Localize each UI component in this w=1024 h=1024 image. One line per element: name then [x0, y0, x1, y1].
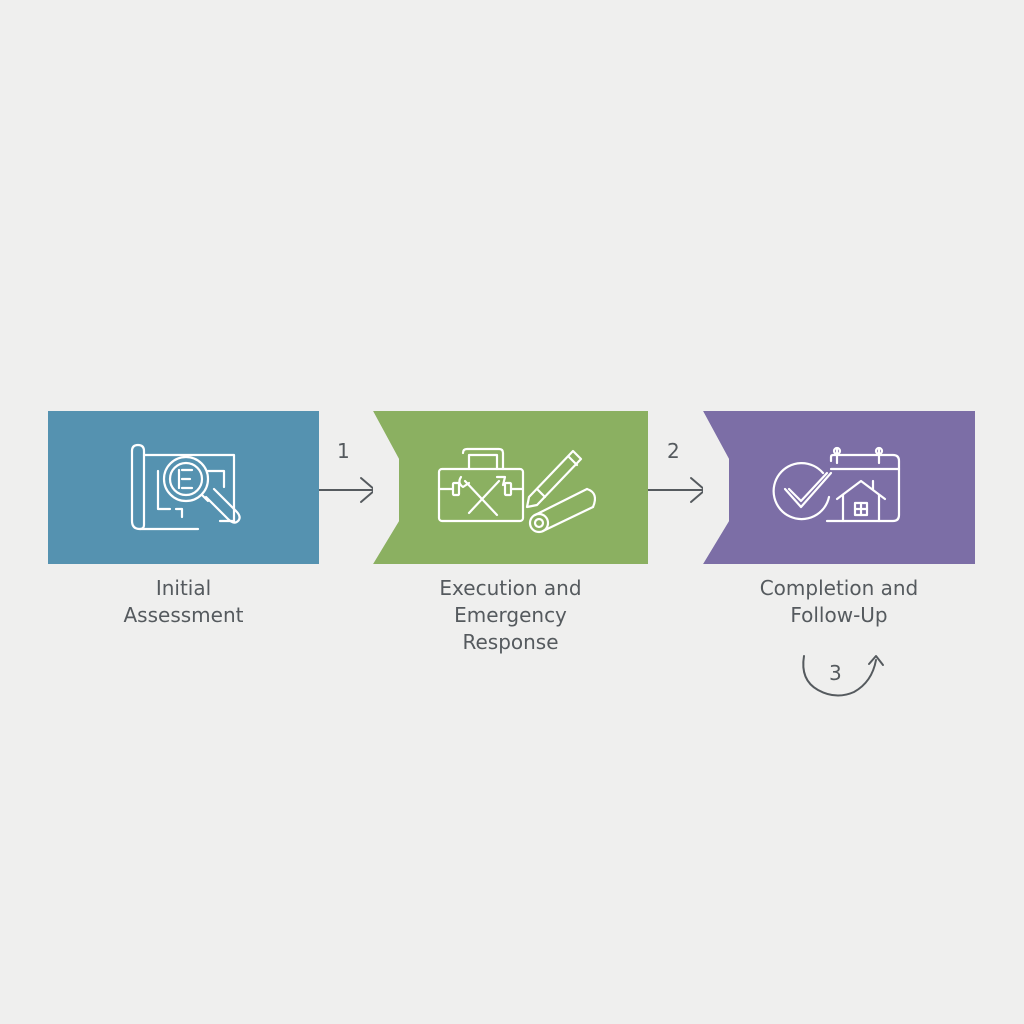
- step-1-label-line-1: Initial: [155, 576, 212, 600]
- step-3-number: 3: [829, 661, 842, 685]
- step-2-panel-shape: [373, 411, 648, 564]
- step-2-label-line-1: Execution and: [439, 576, 582, 600]
- toolbox-and-tools-icon: [437, 447, 597, 534]
- step-3-panel: [703, 411, 975, 564]
- step-3-label: Completion and Follow-Up: [703, 575, 975, 629]
- connector-2: [648, 477, 706, 503]
- connector-1: [319, 477, 376, 503]
- step-2-label-line-2: Emergency: [454, 603, 567, 627]
- step-3-label-line-2: Follow-Up: [790, 603, 888, 627]
- step-1-number: 1: [337, 439, 350, 463]
- step-2-label-line-3: Response: [462, 630, 559, 654]
- checkmark-calendar-house-icon: [772, 446, 901, 523]
- blueprint-magnifier-icon: [130, 443, 241, 531]
- step-3-panel-shape: [703, 411, 975, 564]
- step-2-label: Execution and Emergency Response: [373, 575, 648, 656]
- step-1-label-line-2: Assessment: [123, 603, 244, 627]
- step-1-label: Initial Assessment: [48, 575, 319, 629]
- step-1-panel-shape: [48, 411, 319, 564]
- follow-up-cycle-arrow: [802, 655, 884, 697]
- step-2-panel: [373, 411, 648, 564]
- step-2-number: 2: [667, 439, 680, 463]
- step-3-label-line-1: Completion and: [759, 576, 919, 600]
- step-1-panel: [48, 411, 319, 564]
